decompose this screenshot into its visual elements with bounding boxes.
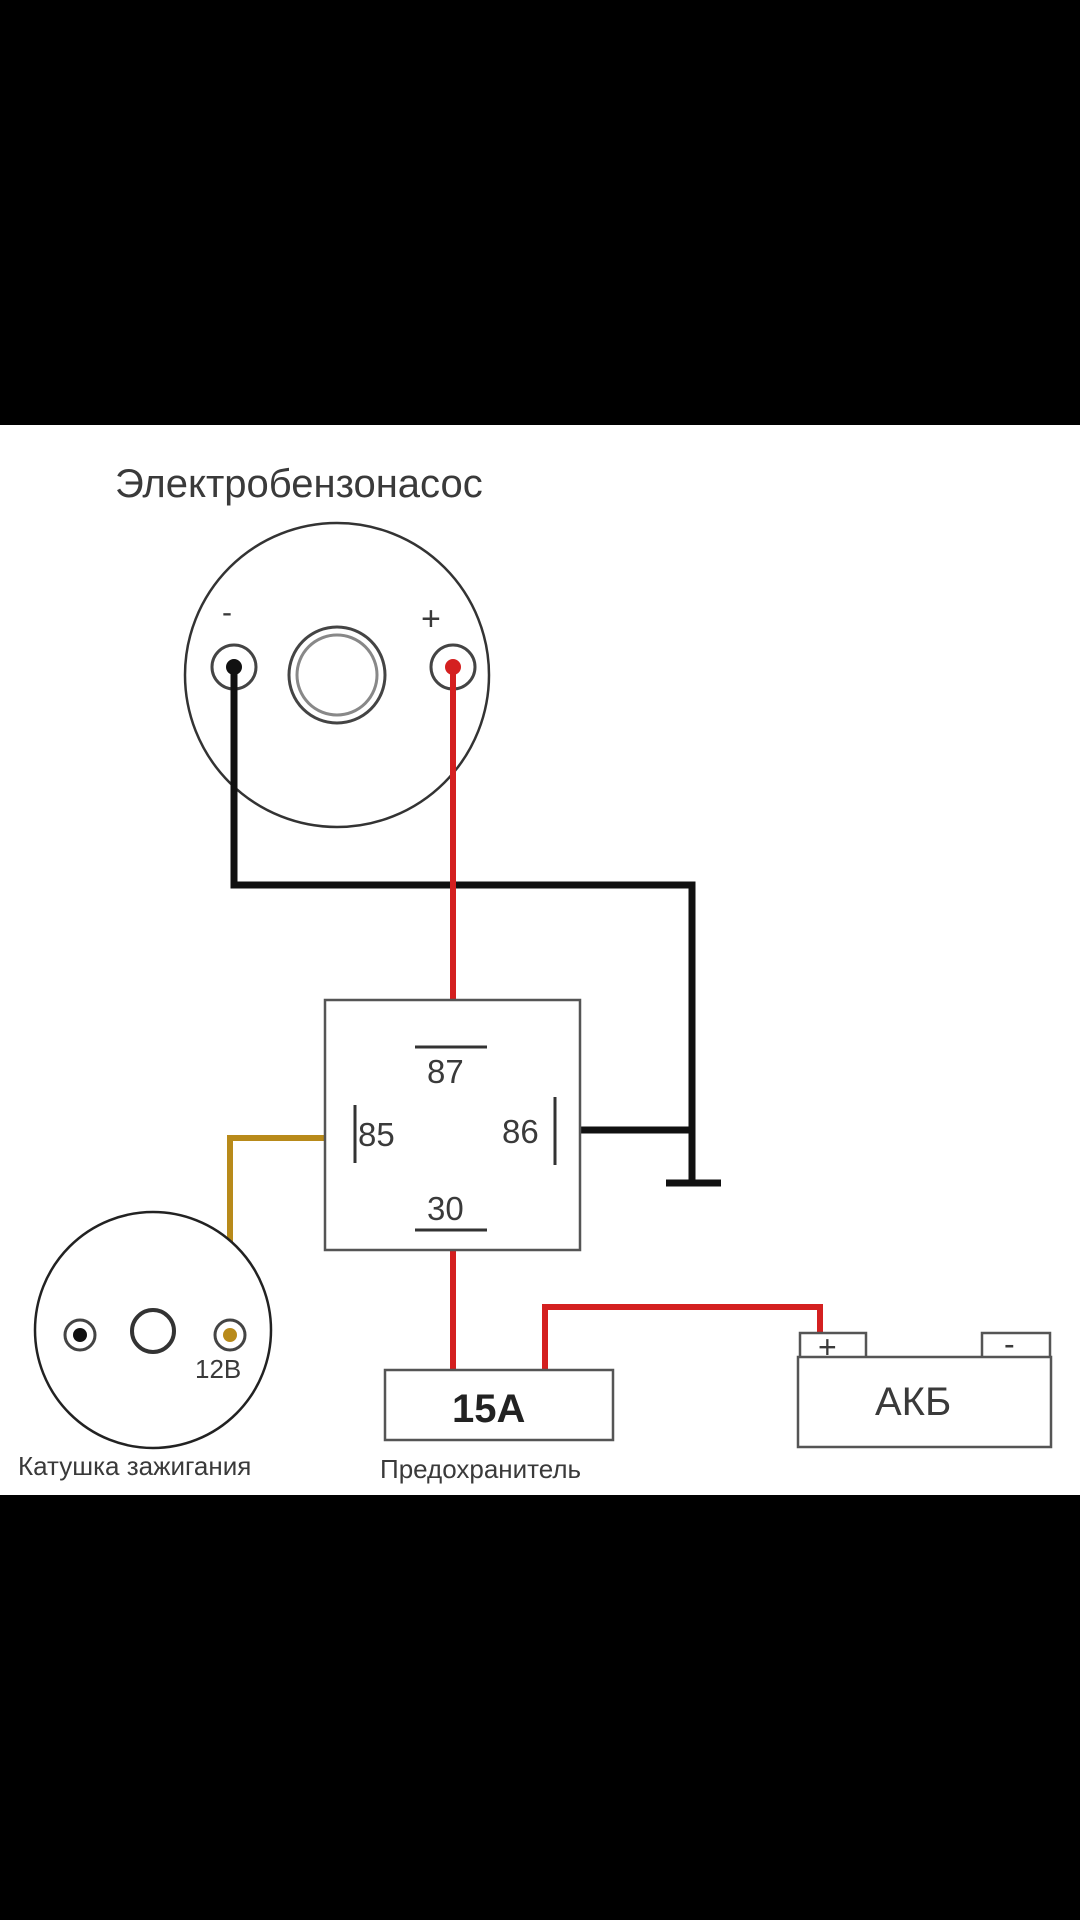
relay-pin-86: 86 (502, 1113, 539, 1150)
pump-title: Электробензонасос (115, 462, 483, 506)
pump-plus-sign: + (421, 600, 441, 638)
relay-pin-87: 87 (427, 1053, 464, 1090)
relay-pin-85: 85 (358, 1116, 395, 1153)
coil-terminal-label: 12В (195, 1354, 241, 1384)
fuse-to-battery-wire (542, 1304, 823, 1370)
fuse-label: Предохранитель (380, 1454, 581, 1484)
battery-minus-post (980, 1331, 1052, 1360)
diagram-image: Электробензонасос - + (0, 425, 1080, 1495)
pump-outlet-port (287, 625, 387, 725)
fuse-rating: 15A (452, 1387, 525, 1431)
battery-minus-sign: - (1004, 1326, 1015, 1362)
wiring-diagram: Электробензонасос - + (18, 462, 1053, 1484)
fuse-body (383, 1368, 615, 1442)
relay-body (323, 998, 582, 1252)
relay-pin-30: 30 (427, 1190, 464, 1227)
coil-center-terminal (130, 1308, 176, 1354)
battery-label: АКБ (875, 1380, 951, 1424)
pump-minus-sign: - (222, 596, 232, 629)
coil-label: Катушка зажигания (18, 1451, 251, 1481)
battery-body (796, 1355, 1053, 1449)
